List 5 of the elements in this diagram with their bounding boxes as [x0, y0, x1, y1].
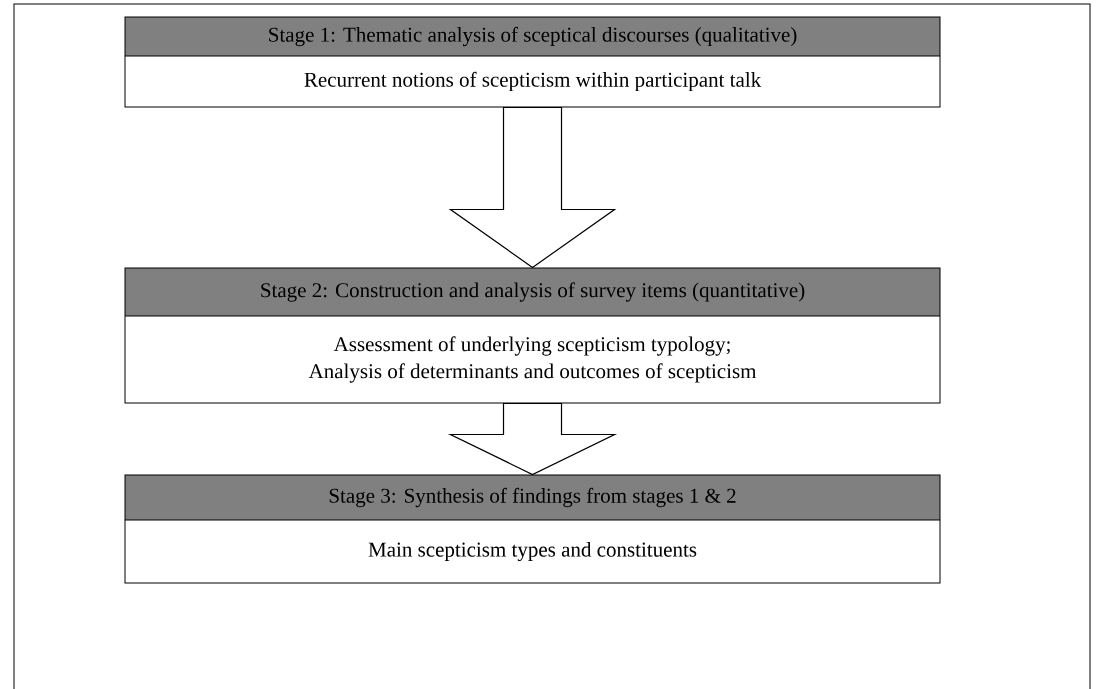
- stage-box: Stage 2: Construction and analysis of survey items (quantitative) Assessment of underlying scepticism typology; Analysis of determinants and outcomes of scepticism: [124, 267, 941, 404]
- block-arrow: [448, 106, 617, 269]
- block-arrow: [447, 402, 618, 476]
- stage-box: Stage 3: Synthesis of findings from stages 1 & 2 Main scepticism types and constituents: [124, 474, 941, 584]
- stage-box: Stage 1: Thematic analysis of sceptical discourses (qualitative) Recurrent notions of scepticism within participant talk: [124, 16, 941, 108]
